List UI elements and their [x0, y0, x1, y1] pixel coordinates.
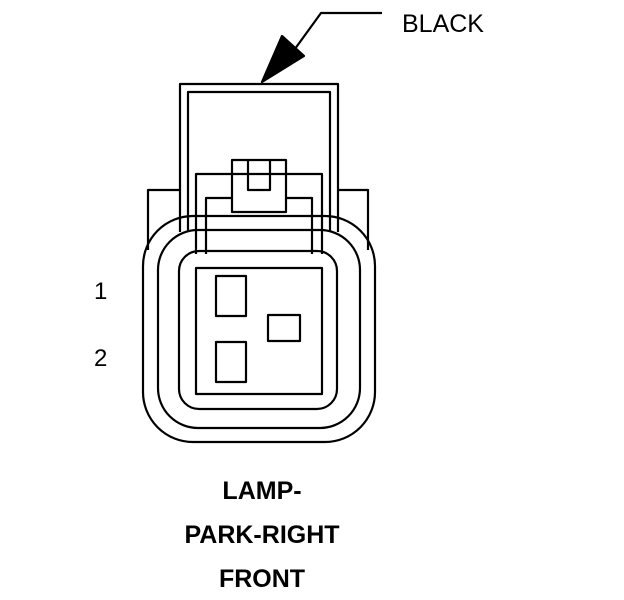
leader-line [283, 11, 382, 65]
lock-tab-notch [246, 160, 272, 192]
lock-tab-cap [230, 158, 288, 198]
lock-tab-inner [204, 196, 314, 254]
latch-housing-outer [178, 82, 340, 232]
connector-title-line-3: FRONT [218, 565, 306, 593]
leader-arrowhead [260, 34, 306, 84]
latch-housing-inner [186, 90, 332, 232]
connector-body-inner [177, 249, 339, 411]
right-side-ear [338, 188, 370, 250]
pin-number-2: 2 [94, 345, 108, 372]
lock-tab-outline [194, 172, 324, 254]
cavity-pin-2 [214, 340, 248, 384]
connector-body-middle [156, 228, 362, 430]
pin-face [194, 266, 324, 396]
left-side-ear [146, 188, 180, 250]
connector-body-outer [141, 214, 377, 444]
connector-title-line-2: PARK-RIGHT [184, 521, 340, 549]
wire-color-label: BLACK [402, 10, 484, 38]
cavity-pin-1 [214, 274, 248, 318]
connector-title-line-1: LAMP- [222, 477, 302, 505]
pin-number-1: 1 [94, 278, 108, 305]
cavity-center [266, 313, 302, 343]
